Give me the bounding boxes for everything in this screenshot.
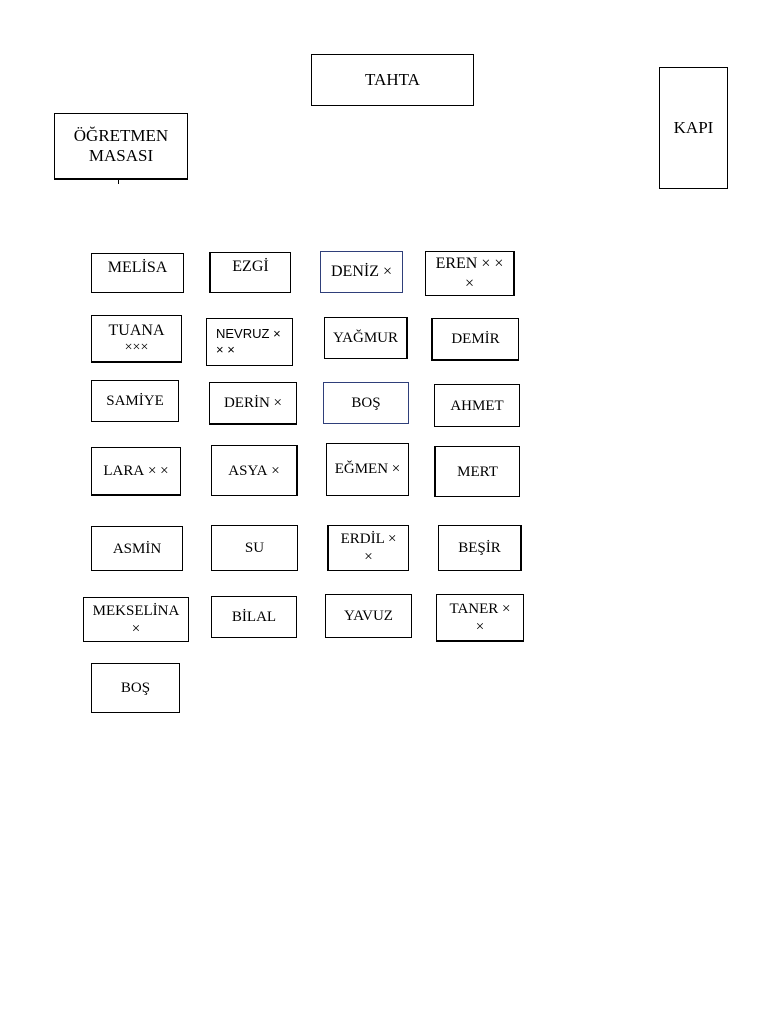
seat-label: MELİSA [107, 259, 168, 276]
seat-label: ASMİN [112, 540, 162, 557]
seat-deniz: DENİZ × [320, 251, 403, 293]
seat-label: ERDİL [340, 531, 385, 547]
seat-yagmur: YAĞMUR [324, 317, 408, 359]
seat-label: LARA [103, 463, 145, 479]
seat-label: SAMİYE [106, 393, 164, 409]
seat-demir: DEMİR [431, 318, 519, 361]
seat-label: DENİZ [330, 263, 379, 281]
seat-mekselina: MEKSELİNA × [83, 597, 189, 642]
seat-marks: × × × [216, 326, 281, 357]
seat-label: DERİN [223, 395, 270, 411]
seat-label: MEKSELİNA [92, 602, 180, 619]
seat-su: SU [211, 525, 298, 571]
seat-marks: × × × [464, 255, 504, 292]
seat-taner: TANER × × [436, 594, 524, 642]
seat-label: BOŞ [120, 680, 151, 696]
seat-marks: × [271, 462, 280, 479]
seat-label: EĞMEN [334, 461, 389, 477]
seat-label: YAĞMUR [332, 330, 398, 346]
seat-mert: MERT [434, 446, 520, 497]
seat-melisa: MELİSA [91, 253, 184, 293]
seat-ahmet: AHMET [434, 384, 520, 427]
seat-derin: DERİN × [209, 382, 297, 425]
door-label: KAPI [673, 117, 714, 137]
seat-marks: × [131, 620, 141, 637]
seat-label: DEMİR [451, 331, 500, 347]
seat-asmin: ASMİN [91, 526, 183, 571]
seat-nevruz: NEVRUZ × × × [206, 318, 293, 366]
seat-label: YAVUZ [344, 608, 393, 624]
seat-label: BEŞİR [458, 540, 501, 556]
seat-bilal: BİLAL [211, 596, 297, 638]
seat-label: MERT [457, 463, 498, 480]
seat-label: ASYA [228, 462, 268, 479]
door-box: KAPI [659, 67, 728, 189]
seat-label: BOŞ [351, 395, 381, 411]
seat-marks: × [391, 461, 401, 477]
seat-label: BİLAL [231, 609, 277, 625]
desk-tick-mark [118, 180, 119, 184]
seat-label: SU [244, 540, 265, 556]
seat-bos-2: BOŞ [91, 663, 180, 713]
board-box: TAHTA [311, 54, 474, 106]
seat-erdil: ERDİL × × [327, 525, 409, 571]
teacher-desk-label-line1: ÖĞRETMEN [73, 125, 169, 145]
seat-marks: × × [147, 463, 169, 479]
seat-label: NEVRUZ [216, 326, 270, 342]
seat-bos-1: BOŞ [323, 382, 409, 424]
seat-eren: EREN × × × [425, 251, 515, 296]
seat-marks: × [382, 263, 392, 281]
seat-tuana: TUANA ××× [91, 315, 182, 363]
seat-marks: × [273, 395, 283, 411]
seat-marks: ××× [124, 339, 149, 355]
seat-label: EZGİ [232, 258, 269, 275]
seat-label: AHMET [450, 397, 504, 414]
seat-samiye: SAMİYE [91, 380, 179, 422]
seat-besir: BEŞİR [438, 525, 522, 571]
seat-marks: × × [364, 531, 397, 565]
seat-label: TANER [449, 600, 499, 617]
seat-ezgi: EZGİ [209, 252, 291, 293]
seat-marks: × × [475, 600, 511, 635]
teacher-desk-box: ÖĞRETMEN MASASI [54, 113, 188, 180]
teacher-desk-label-line2: MASASI [88, 146, 154, 165]
seat-lara: LARA × × [91, 447, 181, 496]
seat-label: EREN [435, 255, 478, 273]
seat-yavuz: YAVUZ [325, 594, 412, 638]
seat-egmen: EĞMEN × [326, 443, 409, 496]
board-label: TAHTA [365, 69, 420, 89]
seat-asya: ASYA × [211, 445, 298, 496]
seat-label: TUANA [108, 321, 165, 339]
